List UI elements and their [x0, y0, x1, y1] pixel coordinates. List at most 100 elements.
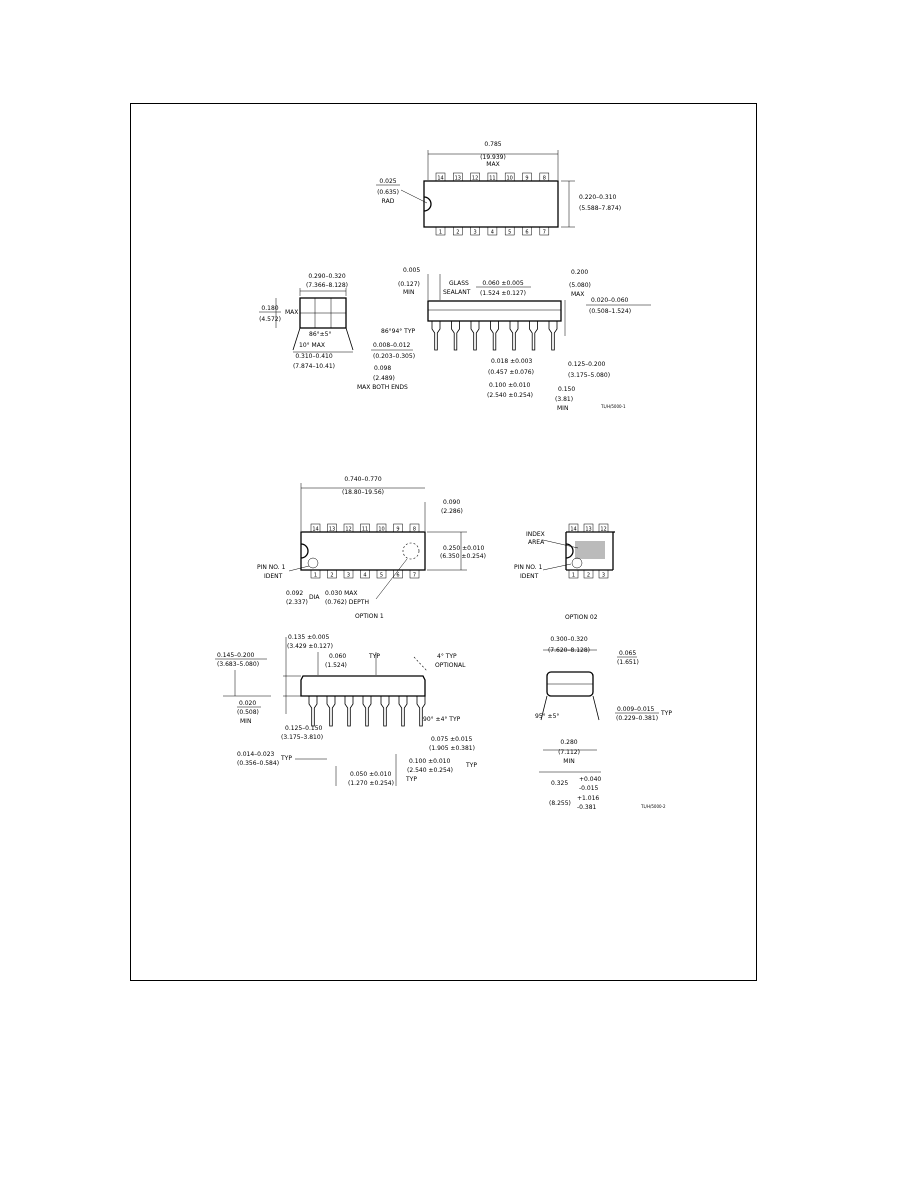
ceramic-top-pin-number: 13	[455, 176, 461, 182]
ceramic-side-lead	[431, 321, 441, 351]
ceramic-length-note: MAX	[486, 161, 499, 168]
ceramic-side-view: 0.005 (0.127) MIN GLASS SEALANT 0.060 ±0…	[357, 267, 651, 412]
option2-top-pin-box	[583, 523, 594, 533]
ceramic-bottom-pin-number: 7	[543, 230, 546, 236]
molded-top-pin-number: 8	[413, 527, 416, 533]
molded-end-span-mm: (7.112)	[558, 749, 580, 756]
ceramic-top-pin-number: 11	[489, 176, 495, 182]
ceramic-side-end-mm: (2.489)	[373, 375, 395, 382]
molded-bottom-pin-number: 7	[413, 573, 416, 579]
molded-top-pin-box	[393, 523, 403, 533]
ceramic-top-pin-number: 10	[507, 176, 513, 182]
molded-end-outer-in: 0.325	[551, 780, 568, 787]
ceramic-bottom-pin-number: 2	[456, 230, 459, 236]
molded-end-outer-tol-minus: -0.015	[579, 785, 599, 792]
molded-side-pitch-note: TYP	[368, 653, 380, 660]
ceramic-notch	[423, 196, 432, 212]
molded-end-angle-in: 0.065	[619, 650, 636, 657]
ceramic-body-outline	[423, 180, 559, 228]
molded-end-in: 0.090	[443, 499, 460, 506]
ceramic-side-leadlen-in: 0.125–0.200	[568, 361, 606, 368]
molded-bottom-pin-number: 4	[363, 573, 366, 579]
molded-top-pin-box	[327, 523, 337, 533]
molded-dia-note: DIA	[309, 594, 320, 601]
molded-body-outline	[300, 531, 426, 571]
molded-end-mm: (2.286)	[441, 508, 463, 515]
molded-end-angle-mm: (1.651)	[617, 659, 639, 666]
ceramic-side-leadsp-in: 0.100 ±0.010	[489, 382, 530, 389]
molded-top-pin-number: 9	[396, 527, 399, 533]
molded-bottom-pin-box	[360, 569, 370, 579]
molded-side-leadsp-note: TYP	[465, 762, 477, 769]
ceramic-bottom-pin-box	[504, 226, 515, 236]
molded-top-pin-number: 13	[329, 527, 335, 533]
ceramic-side-stand-in: 0.020–0.060	[591, 297, 629, 304]
molded-pin1a: PIN NO. 1	[257, 564, 286, 571]
molded-pin1b: IDENT	[264, 573, 283, 580]
ceramic-bottom-pin-box	[453, 226, 463, 236]
molded-side-angle-note: OPTIONAL	[435, 662, 466, 669]
molded-bottom-pin-box	[409, 569, 420, 579]
ceramic-side-min-in: 0.005	[403, 267, 420, 274]
molded-dia-mm: (2.337)	[286, 599, 308, 606]
molded-end-w-in: 0.300–0.320	[550, 636, 588, 643]
molded-bottom-pin-box	[393, 569, 403, 579]
option2-pin1a: PIN NO. 1	[514, 564, 543, 571]
molded-side-lead	[398, 696, 408, 727]
ceramic-bottom-pin-number: 4	[491, 230, 494, 236]
ceramic-top-pin-box	[522, 172, 532, 182]
ceramic-side-min-mm: (0.127)	[398, 281, 420, 288]
ceramic-rad-mm: (0.635)	[377, 189, 399, 196]
ceramic-end-h-mm: (4.572)	[259, 316, 281, 323]
ceramic-rad-in: 0.025	[379, 178, 396, 185]
molded-len-mm: (18.80–19.56)	[342, 489, 384, 496]
ceramic-bottom-pin-number: 1	[439, 230, 442, 236]
ceramic-side-lead	[470, 321, 480, 351]
ceramic-rad-note: RAD	[382, 198, 395, 205]
ceramic-side-bodyh-note: MAX	[571, 291, 584, 298]
ceramic-side-minlead-note: MIN	[557, 405, 568, 412]
molded-bottom-pin-number: 6	[396, 573, 399, 579]
molded-end-view: 0.300–0.320 (7.620–8.128) 0.065 (1.651) …	[535, 636, 672, 811]
molded-side-min-note: MIN	[240, 718, 251, 725]
molded-end-span-in: 0.280	[560, 739, 577, 746]
ceramic-side-leadw-mm: (0.457 ±0.076)	[488, 369, 534, 376]
molded-end-outer-mm: (8.255)	[549, 800, 571, 807]
molded-bottom-pin-box	[310, 569, 321, 579]
molded-side-leadw-mm: (0.356–0.584)	[237, 760, 279, 767]
ceramic-end-angle: 86°±5°	[309, 331, 331, 338]
ceramic-side-sealant2: SEALANT	[443, 289, 471, 296]
ceramic-bottom-pin-box	[435, 226, 446, 236]
ceramic-top-pin-box	[504, 172, 515, 182]
molded-top-pin-box	[360, 523, 370, 533]
ceramic-side-lead	[490, 321, 499, 351]
molded-top-pin-box	[310, 523, 321, 533]
molded-depth-in: 0.030 MAX	[325, 590, 357, 597]
molded-end-draft: 95° ±5°	[535, 713, 559, 720]
ceramic-end-h-note: MAX	[285, 309, 298, 316]
ceramic-side-lead	[529, 321, 538, 351]
ceramic-end-span-mm: (7.874–10.41)	[293, 363, 335, 370]
molded-side-lead	[362, 696, 372, 727]
option2-bottom-pin-box	[598, 569, 609, 579]
ceramic-side-pitch-in: 0.060 ±0.005	[482, 280, 523, 287]
ceramic-side-leadsp-mm: (2.540 ±0.254)	[487, 392, 533, 399]
molded-end-outer-mm-tol-minus: -0.381	[577, 804, 597, 811]
molded-pin1-dimple	[307, 557, 319, 569]
ceramic-bottom-pin-box	[487, 226, 498, 236]
ceramic-drawing-code: TL/H/5000-1	[600, 404, 626, 409]
molded-notch	[300, 543, 309, 559]
ceramic-side-pitch-mm: (1.524 ±0.127)	[480, 290, 526, 297]
ceramic-top-pin-box	[435, 172, 446, 182]
molded-end-outer-tol-plus: +0.040	[579, 776, 601, 783]
molded-side-leadw-note: TYP	[280, 755, 292, 762]
ceramic-width-mm: (5.588–7.874)	[579, 205, 621, 212]
molded-side-leadsh-in: 0.075 ±0.015	[431, 736, 472, 743]
ceramic-side-bodyh-in: 0.200	[571, 269, 588, 276]
molded-bottom-pin-number: 1	[314, 573, 317, 579]
molded-side-min-mm: (0.508)	[237, 709, 259, 716]
option2-index-area	[575, 541, 605, 559]
